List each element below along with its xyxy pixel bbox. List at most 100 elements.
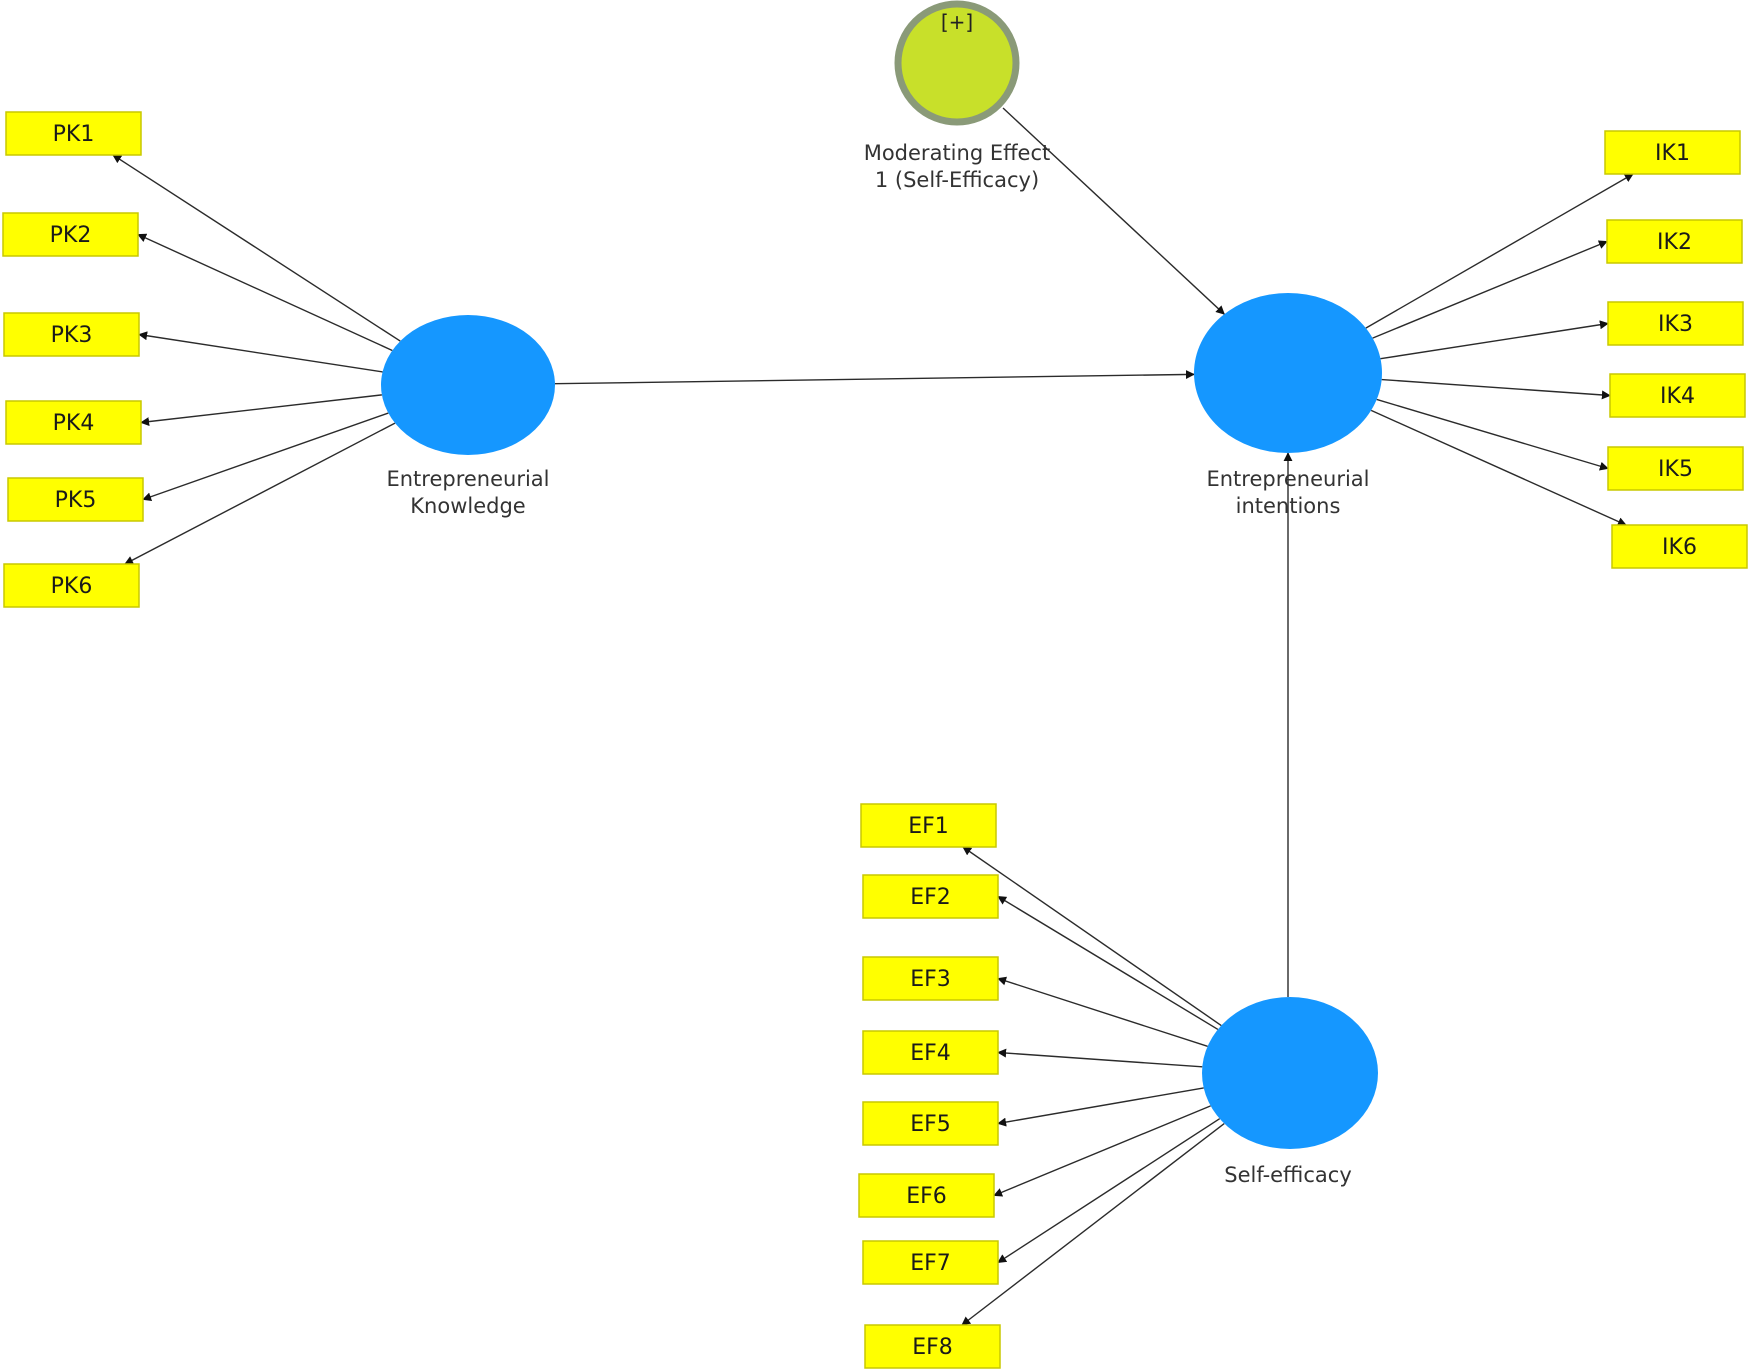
- loading-arrow-ik1: [1365, 173, 1634, 329]
- indicator-label: EF3: [910, 967, 951, 992]
- loading-arrow-pk2: [137, 233, 393, 352]
- indicator-ef6[interactable]: EF6: [858, 1173, 995, 1218]
- loading-arrow-pk6: [124, 422, 396, 565]
- indicator-box: [2, 212, 139, 257]
- indicator-ik6[interactable]: IK6: [1611, 524, 1748, 569]
- construct-label: Moderating Effect: [864, 141, 1051, 165]
- loading-arrow-ef2: [997, 895, 1219, 1031]
- indicator-box: [862, 874, 999, 919]
- indicator-box: [1607, 446, 1744, 491]
- construct-label: Knowledge: [410, 494, 525, 518]
- moderator-circle: [894, 0, 1020, 126]
- loading-arrow-ef1: [962, 846, 1222, 1027]
- construct-ellipse: [381, 315, 555, 455]
- indicator-label: PK6: [51, 574, 93, 599]
- indicator-pk6[interactable]: PK6: [3, 563, 140, 608]
- indicator-box: [864, 1324, 1001, 1369]
- indicator-box: [1611, 524, 1748, 569]
- indicator-box: [860, 803, 997, 848]
- indicator-box: [862, 1030, 999, 1075]
- loading-arrow-pk3: [138, 331, 383, 373]
- indicator-ik4[interactable]: IK4: [1609, 373, 1746, 418]
- path-pk-to-ik: [554, 369, 1195, 385]
- loading-arrow-ik3: [1380, 320, 1609, 360]
- indicator-ik1[interactable]: IK1: [1604, 130, 1741, 175]
- loading-arrow-pk4: [140, 394, 382, 427]
- indicator-box: [862, 1101, 999, 1146]
- loading-arrow-ik2: [1372, 240, 1608, 339]
- construct-ef[interactable]: Self-efficacy: [1202, 997, 1378, 1187]
- loading-arrow-ef5: [997, 1087, 1204, 1127]
- loading-arrow-ef8: [961, 1122, 1225, 1326]
- loading-arrow-ef7: [997, 1118, 1221, 1264]
- indicator-label: PK2: [50, 223, 92, 248]
- loading-arrow-pk5: [142, 412, 389, 502]
- construct-label: 1 (Self-Efficacy): [875, 168, 1039, 192]
- indicator-box: [1606, 219, 1743, 264]
- indicator-box: [1609, 373, 1746, 418]
- indicator-label: EF5: [910, 1112, 951, 1137]
- construct-mod[interactable]: [+] Moderating Effect 1 (Self-Efficacy): [864, 0, 1051, 192]
- indicator-box: [3, 563, 140, 608]
- indicator-ef8[interactable]: EF8: [864, 1324, 1001, 1369]
- construct-label: Entrepreneurial: [386, 467, 549, 491]
- indicator-label: EF1: [908, 814, 949, 839]
- loading-arrow-ik6: [1370, 409, 1627, 526]
- indicator-label: PK1: [53, 122, 95, 147]
- indicator-ef7[interactable]: EF7: [862, 1240, 999, 1285]
- indicator-label: IK3: [1658, 312, 1693, 337]
- construct-ellipse: [1194, 293, 1382, 453]
- indicator-ef1[interactable]: EF1: [860, 803, 997, 848]
- indicator-box: [3, 312, 140, 357]
- edges: [112, 107, 1634, 1326]
- indicator-label: PK3: [51, 323, 93, 348]
- indicator-pk2[interactable]: PK2: [2, 212, 139, 257]
- indicator-ik2[interactable]: IK2: [1606, 219, 1743, 264]
- indicator-box: [7, 477, 144, 522]
- loading-arrow-ef3: [997, 976, 1208, 1047]
- indicator-label: EF8: [912, 1335, 953, 1360]
- indicator-ik3[interactable]: IK3: [1607, 301, 1744, 346]
- indicator-ef5[interactable]: EF5: [862, 1101, 999, 1146]
- indicator-label: IK6: [1662, 535, 1697, 560]
- expand-badge[interactable]: [+]: [941, 10, 973, 34]
- indicator-label: IK5: [1658, 457, 1693, 482]
- loading-arrow-ef6: [993, 1105, 1211, 1197]
- indicator-ef4[interactable]: EF4: [862, 1030, 999, 1075]
- indicator-label: PK5: [55, 488, 97, 513]
- construct-ellipse: [1202, 997, 1378, 1149]
- loading-arrow-ef4: [997, 1048, 1203, 1068]
- indicator-label: EF6: [906, 1184, 947, 1209]
- indicator-box: [5, 111, 142, 156]
- indicator-pk4[interactable]: PK4: [5, 400, 142, 445]
- construct-label: Self-efficacy: [1224, 1163, 1352, 1187]
- indicator-label: IK1: [1655, 141, 1690, 166]
- indicator-box: [862, 1240, 999, 1285]
- indicator-box: [5, 400, 142, 445]
- construct-label: Entrepreneurial: [1206, 467, 1369, 491]
- indicator-label: EF7: [910, 1251, 951, 1276]
- indicator-ef2[interactable]: EF2: [862, 874, 999, 919]
- loading-arrow-ik5: [1376, 398, 1609, 471]
- indicator-box: [1604, 130, 1741, 175]
- construct-ik[interactable]: Entrepreneurial intentions: [1194, 293, 1382, 518]
- indicator-box: [862, 956, 999, 1001]
- indicator-label: IK4: [1660, 384, 1695, 409]
- loading-arrow-ik4: [1381, 378, 1611, 400]
- indicator-label: IK2: [1657, 230, 1692, 255]
- indicator-pk3[interactable]: PK3: [3, 312, 140, 357]
- construct-label: intentions: [1236, 494, 1341, 518]
- indicator-label: EF4: [910, 1041, 951, 1066]
- indicator-pk1[interactable]: PK1: [5, 111, 142, 156]
- path-mod-to-ik: [1002, 107, 1225, 315]
- indicator-box: [858, 1173, 995, 1218]
- indicator-pk5[interactable]: PK5: [7, 477, 144, 522]
- loading-arrow-pk1: [112, 154, 401, 342]
- indicator-label: PK4: [53, 411, 95, 436]
- indicator-ef3[interactable]: EF3: [862, 956, 999, 1001]
- indicator-label: EF2: [910, 885, 951, 910]
- indicator-ik5[interactable]: IK5: [1607, 446, 1744, 491]
